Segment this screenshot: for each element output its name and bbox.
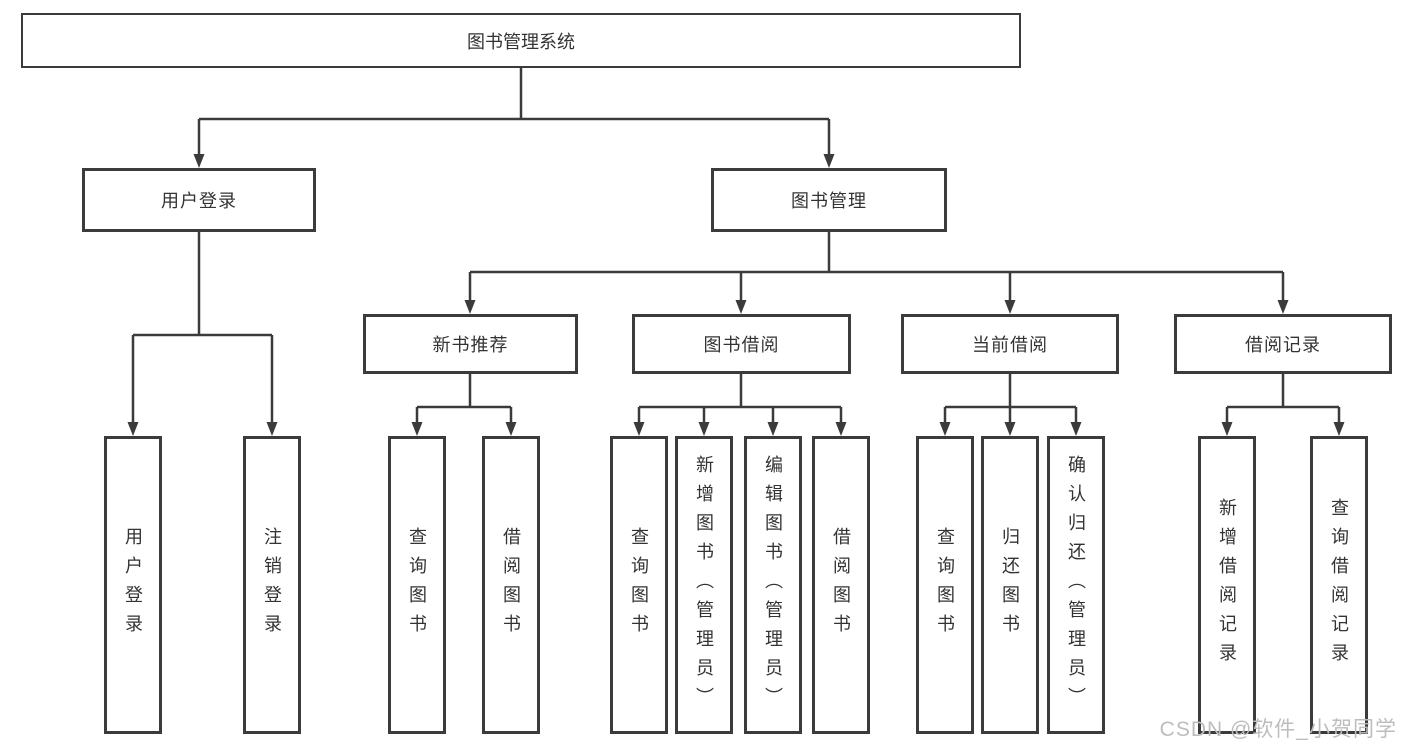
node-book-borrowing: 图书借阅 [632, 314, 851, 374]
node-leaf-logout: 注销登录 [243, 436, 301, 734]
node-label: 注销登录 [262, 527, 282, 643]
edge-line [468, 232, 1285, 300]
node-leaf-confirm-return-admin: 确认归还（管理员） [1047, 436, 1105, 734]
edge-user-login-to-leaves [127, 232, 278, 436]
node-current-borrowing: 当前借阅 [901, 314, 1119, 374]
edge-arrowhead [1333, 422, 1345, 436]
node-leaf-query-books-recommendation: 查询图书 [388, 436, 446, 734]
edge-line [637, 374, 843, 422]
node-label: 图书借阅 [703, 335, 780, 355]
edge-line [415, 374, 513, 422]
edge-arrowhead [835, 422, 847, 436]
edge-arrowhead [464, 300, 476, 314]
node-label: 当前借阅 [972, 335, 1048, 355]
edge-arrowhead [735, 300, 747, 314]
node-leaf-borrow-books-recommendation: 借阅图书 [482, 436, 540, 734]
edge-arrowhead [633, 422, 645, 436]
node-label: 查询图书 [629, 527, 649, 643]
node-label: 用户登录 [123, 527, 143, 643]
edge-line [1225, 374, 1341, 422]
node-label: 用户登录 [161, 191, 237, 211]
edge-arrowhead [939, 422, 951, 436]
edge-arrowhead [1277, 300, 1289, 314]
edge-arrowhead [127, 422, 139, 436]
edge-arrowhead [411, 422, 423, 436]
node-leaf-query-borrow-record: 查询借阅记录 [1310, 436, 1368, 734]
node-label: 编辑图书（管理员） [763, 454, 783, 716]
node-label: 新书推荐 [432, 335, 509, 355]
node-label: 查询图书 [935, 527, 955, 643]
edge-arrowhead [823, 154, 835, 168]
node-leaf-borrow-books: 借阅图书 [812, 436, 870, 734]
edge-arrowhead [193, 154, 205, 168]
edge-current-borrowing-to-leaves [939, 374, 1082, 436]
edge-arrowhead [1070, 422, 1082, 436]
node-label: 新增图书（管理员） [694, 454, 714, 716]
edge-new-book-rec-to-leaves [411, 374, 517, 436]
node-leaf-return-books: 归还图书 [981, 436, 1039, 734]
edge-book-borrowing-to-leaves [633, 374, 847, 436]
edge-arrowhead [1004, 300, 1016, 314]
node-label: 查询图书 [407, 527, 427, 643]
node-leaf-edit-books-admin: 编辑图书（管理员） [744, 436, 802, 734]
edge-root-to-level2 [193, 68, 835, 168]
node-label: 确认归还（管理员） [1066, 454, 1086, 716]
node-library-management-system: 图书管理系统 [21, 13, 1021, 68]
node-borrowing-records: 借阅记录 [1174, 314, 1392, 374]
node-label: 借阅图书 [831, 527, 851, 643]
node-label: 图书管理系统 [467, 31, 575, 52]
node-label: 借阅图书 [501, 527, 521, 643]
node-label: 新增借阅记录 [1217, 498, 1237, 672]
node-label: 查询借阅记录 [1329, 498, 1349, 672]
node-book-management: 图书管理 [711, 168, 947, 232]
node-label: 归还图书 [1000, 527, 1020, 643]
node-leaf-query-books-current: 查询图书 [916, 436, 974, 734]
node-label: 图书管理 [791, 191, 867, 211]
node-user-login: 用户登录 [82, 168, 316, 232]
edge-line [943, 374, 1078, 422]
node-leaf-query-books-borrowing: 查询图书 [610, 436, 668, 734]
edge-arrowhead [1221, 422, 1233, 436]
edge-arrowhead [698, 422, 710, 436]
edge-arrowhead [767, 422, 779, 436]
edge-line [197, 68, 831, 154]
node-leaf-add-borrow-record: 新增借阅记录 [1198, 436, 1256, 734]
edge-borrowing-records-to-leaves [1221, 374, 1345, 436]
edge-arrowhead [266, 422, 278, 436]
edge-book-management-to-level3 [464, 232, 1289, 314]
edge-arrowhead [1004, 422, 1016, 436]
edge-arrowhead [505, 422, 517, 436]
node-label: 借阅记录 [1245, 335, 1321, 355]
csdn-watermark: CSDN @软件_小贺同学 [1159, 718, 1397, 741]
node-leaf-add-books-admin: 新增图书（管理员） [675, 436, 733, 734]
edge-line [131, 232, 274, 422]
node-leaf-user-login: 用户登录 [104, 436, 162, 734]
node-new-book-recommendation: 新书推荐 [363, 314, 578, 374]
